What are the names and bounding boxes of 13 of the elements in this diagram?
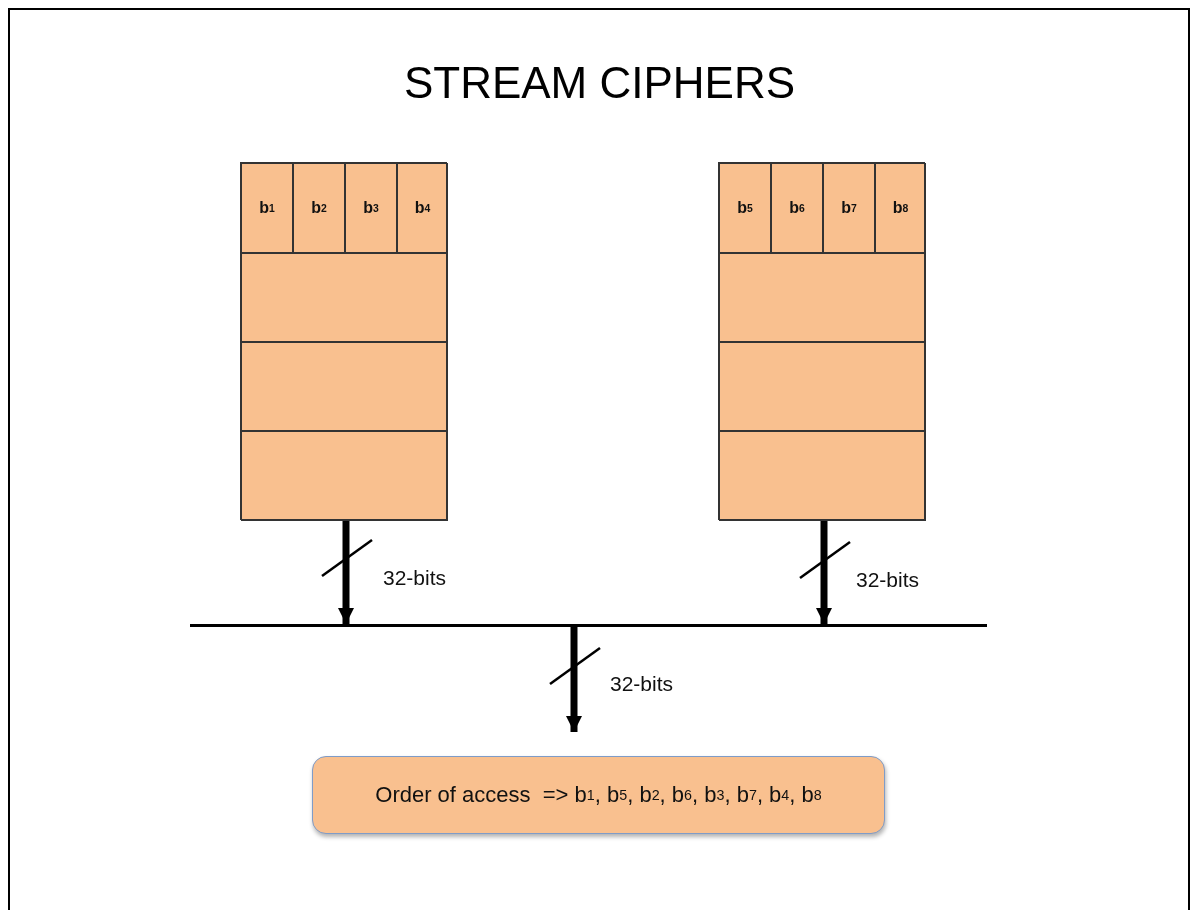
memory-row xyxy=(241,342,448,431)
memory-row xyxy=(719,253,926,342)
memory-block xyxy=(240,162,447,520)
memory-row xyxy=(719,342,926,431)
edge-label: 32-bits xyxy=(856,568,920,592)
edge-label: 32-bits xyxy=(610,672,674,696)
memory-row xyxy=(241,431,448,521)
memory-row xyxy=(719,431,926,521)
bus-line xyxy=(190,624,987,627)
memory-row xyxy=(241,253,448,342)
edge-label: 32-bits xyxy=(383,566,447,590)
title: STREAM CIPHERS xyxy=(402,58,797,108)
memory-block xyxy=(718,162,925,520)
